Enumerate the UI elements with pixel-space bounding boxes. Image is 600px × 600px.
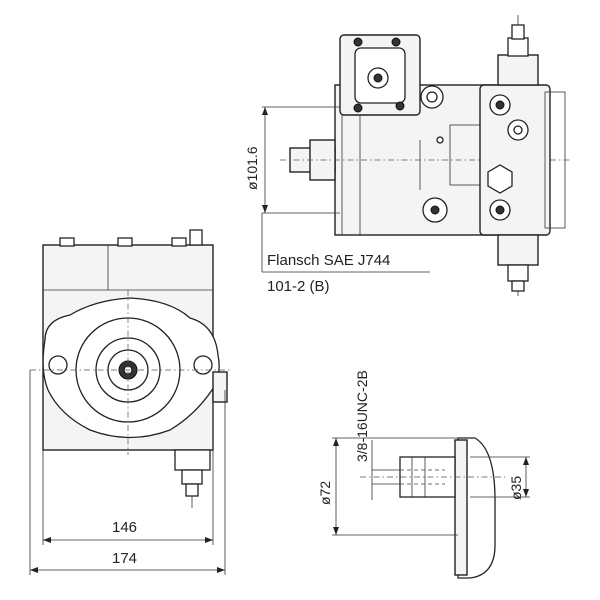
dia-101-label: ø101.6 bbox=[244, 146, 260, 190]
thread-label: 3/8-16UNC-2B bbox=[354, 370, 370, 462]
side-view: ø101.6 Flansch SAE J744 101-2 (B) bbox=[244, 15, 570, 296]
dim-146-label: 146 bbox=[112, 519, 137, 536]
flange-label-line1: Flansch SAE J744 bbox=[267, 252, 390, 269]
shaft-detail: 3/8-16UNC-2B ø72 ø35 bbox=[317, 370, 530, 579]
dim-174-label: 174 bbox=[112, 550, 137, 567]
top-valve bbox=[497, 54, 539, 86]
dia-35-label: ø35 bbox=[508, 476, 524, 500]
bottom-valve bbox=[497, 234, 539, 266]
dia-72-label: ø72 bbox=[317, 481, 333, 505]
front-view: 146 174 bbox=[29, 229, 230, 575]
flange-label-line2: 101-2 (B) bbox=[267, 278, 330, 295]
hex-plug bbox=[487, 164, 513, 194]
front-bottom-valve bbox=[174, 449, 211, 471]
